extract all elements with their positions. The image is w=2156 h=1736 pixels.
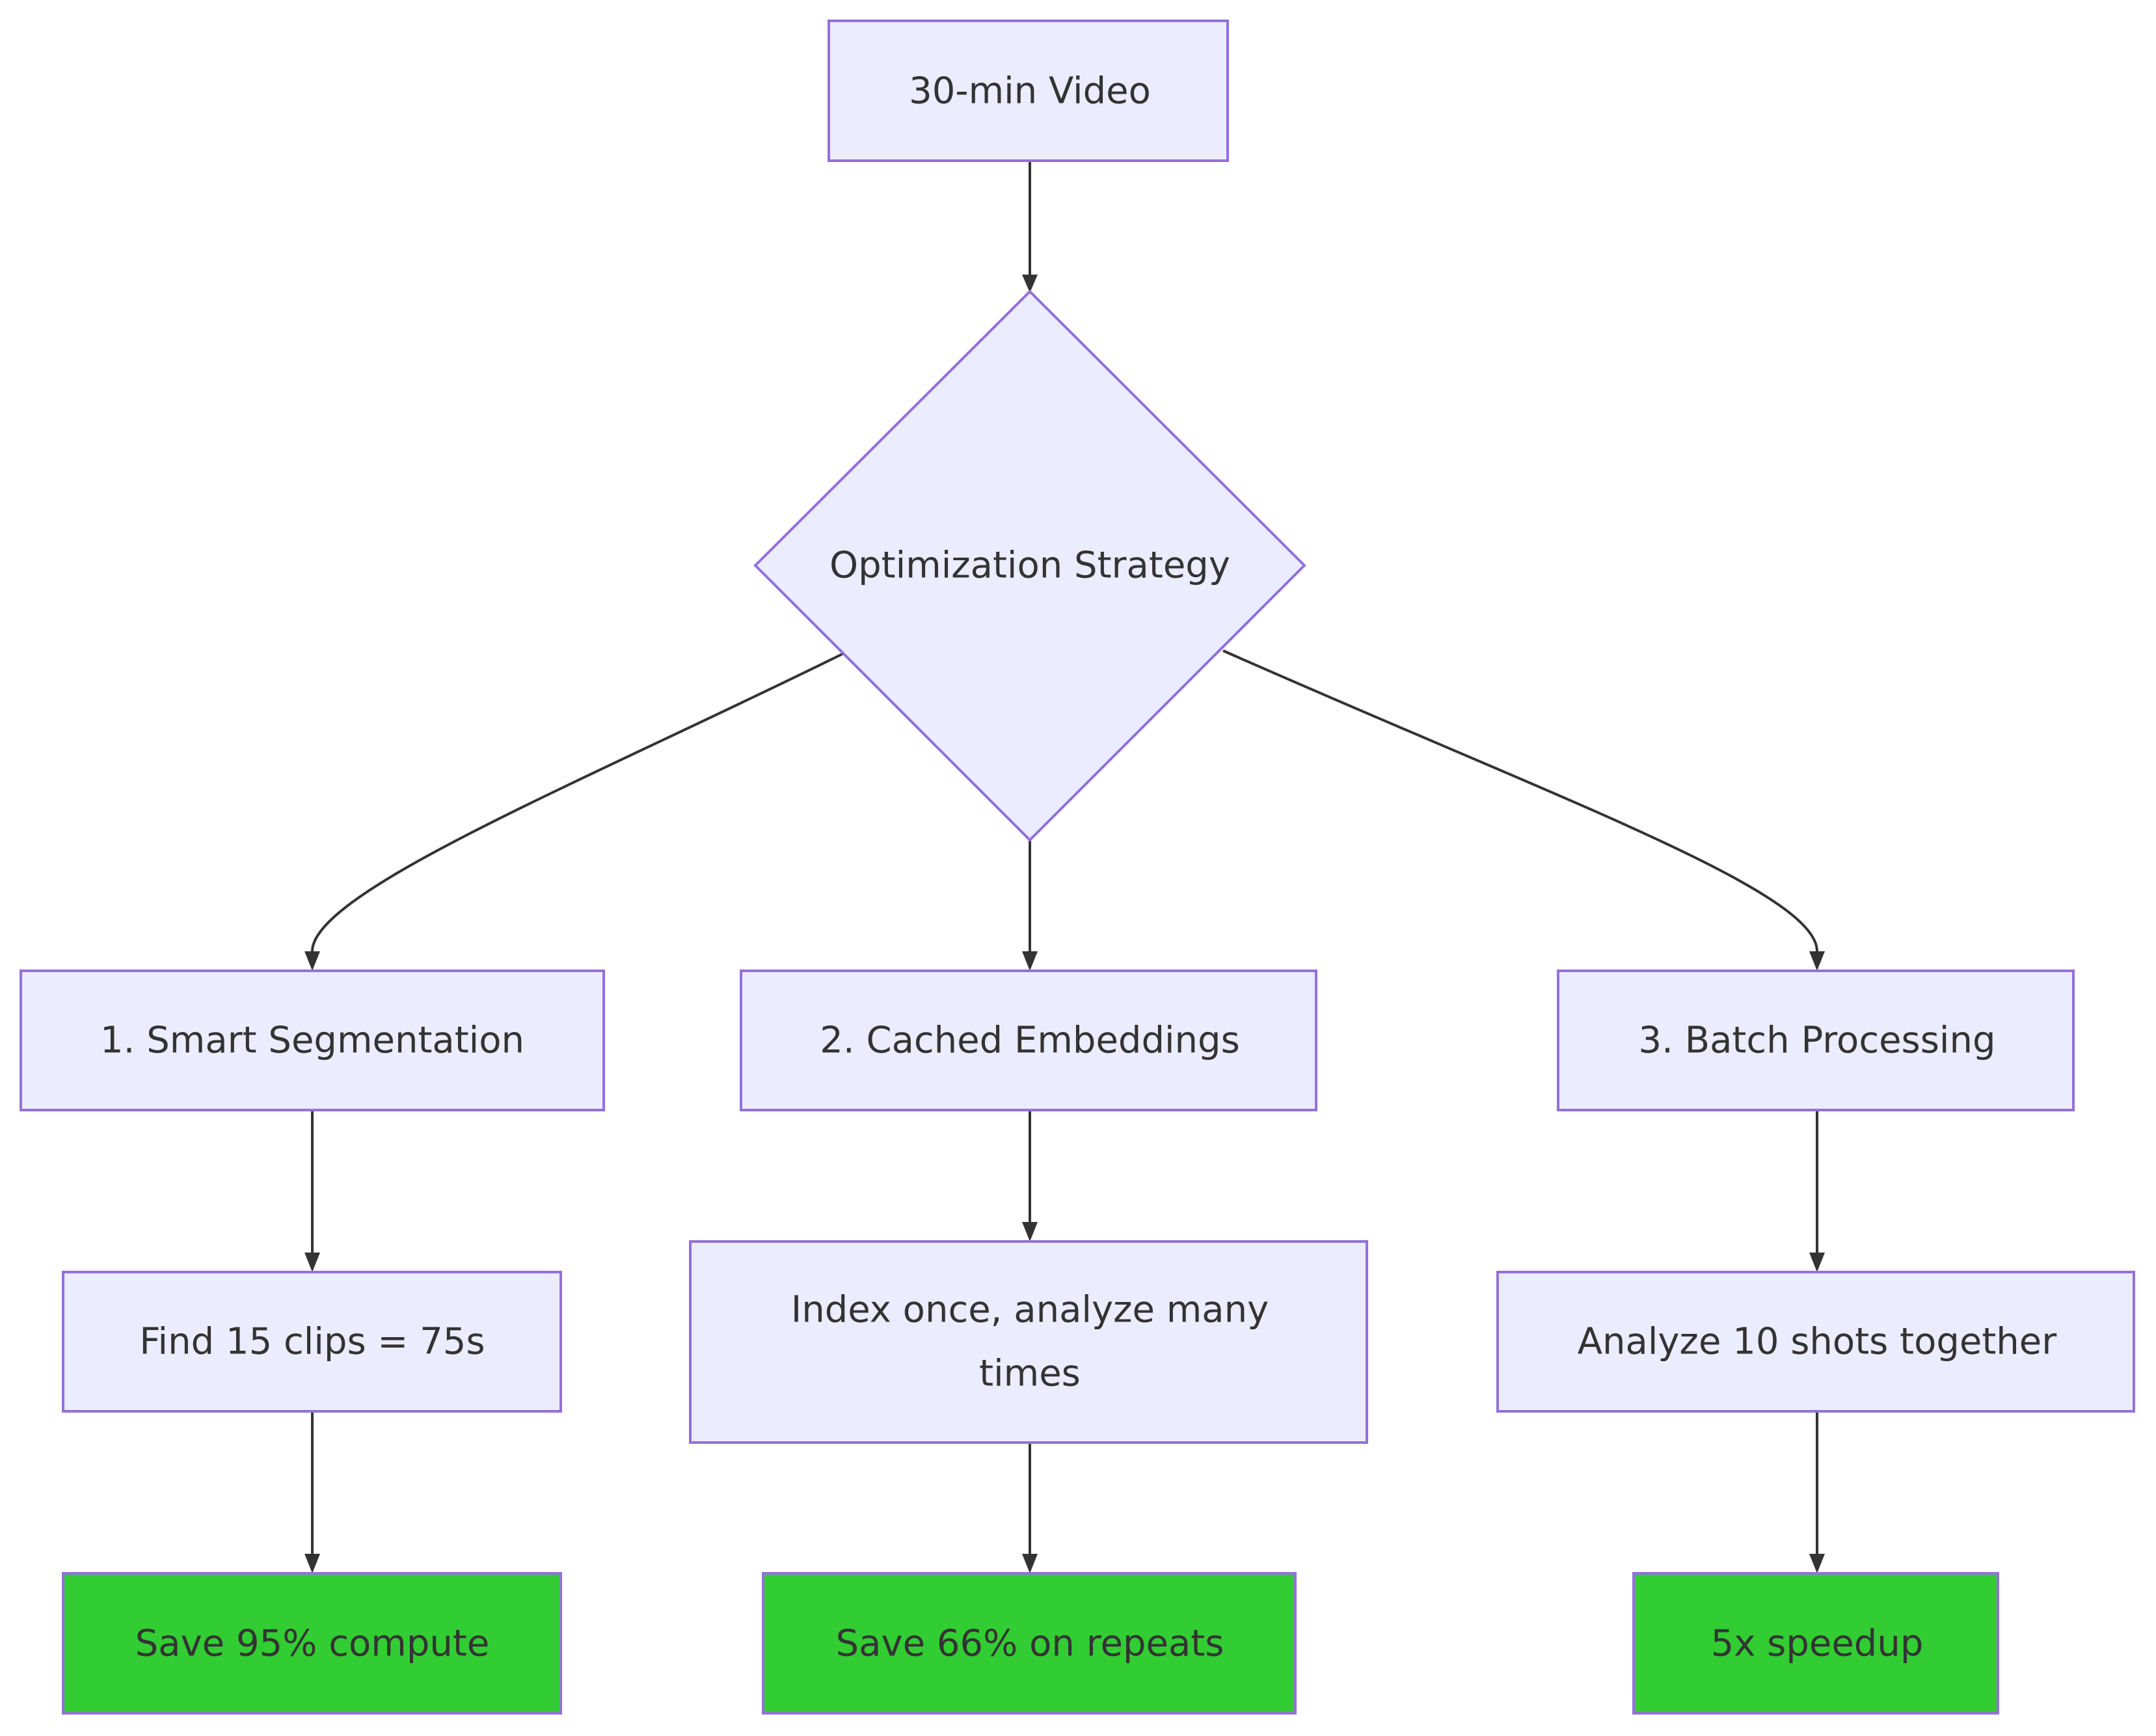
node-find-clips[interactable]: Find 15 clips = 75s bbox=[62, 1271, 562, 1413]
edge-strategy-to-batch bbox=[1222, 649, 1818, 952]
node-embeddings[interactable]: 2. Cached Embeddings bbox=[740, 970, 1317, 1111]
node-strategy-label: Optimization Strategy bbox=[829, 545, 1230, 587]
node-segmentation-label: 1. Smart Segmentation bbox=[100, 1020, 524, 1062]
node-save-compute[interactable]: Save 95% compute bbox=[62, 1572, 562, 1715]
arrowhead-segmentation bbox=[304, 951, 320, 971]
node-batch[interactable]: 3. Batch Processing bbox=[1557, 970, 2075, 1111]
node-strategy[interactable]: Optimization Strategy bbox=[753, 290, 1306, 842]
node-video[interactable]: 30-min Video bbox=[828, 20, 1229, 162]
node-analyze-shots[interactable]: Analyze 10 shots together bbox=[1496, 1271, 2135, 1413]
node-index-once-label-line2: times bbox=[979, 1353, 1081, 1395]
arrowhead-save-repeats bbox=[1022, 1554, 1038, 1573]
node-save-repeats[interactable]: Save 66% on repeats bbox=[762, 1572, 1297, 1715]
node-find-clips-label: Find 15 clips = 75s bbox=[139, 1321, 485, 1363]
edge-strategy-to-segmentation bbox=[311, 653, 843, 952]
node-video-label: 30-min Video bbox=[909, 70, 1151, 113]
node-analyze-shots-label: Analyze 10 shots together bbox=[1578, 1321, 2058, 1363]
node-save-compute-label: Save 95% compute bbox=[135, 1623, 490, 1665]
node-batch-label: 3. Batch Processing bbox=[1638, 1020, 1995, 1062]
arrowhead-save-compute bbox=[304, 1554, 320, 1573]
node-speedup[interactable]: 5x speedup bbox=[1632, 1572, 1999, 1715]
node-embeddings-label: 2. Cached Embeddings bbox=[820, 1020, 1240, 1062]
node-segmentation[interactable]: 1. Smart Segmentation bbox=[20, 970, 605, 1111]
arrowhead-strategy bbox=[1022, 275, 1038, 293]
arrowhead-index-once bbox=[1022, 1222, 1038, 1241]
node-save-repeats-label: Save 66% on repeats bbox=[836, 1623, 1224, 1665]
arrowhead-find-clips bbox=[304, 1253, 320, 1272]
arrowhead-batch bbox=[1809, 951, 1825, 971]
node-index-once-label-line1: Index once, analyze many bbox=[791, 1289, 1269, 1331]
arrowhead-embeddings bbox=[1022, 951, 1038, 971]
arrowhead-analyze-shots bbox=[1809, 1253, 1825, 1272]
node-index-once[interactable]: Index once, analyze many times bbox=[689, 1240, 1368, 1444]
node-speedup-label: 5x speedup bbox=[1711, 1623, 1924, 1665]
edges bbox=[304, 161, 1825, 1573]
arrowhead-speedup bbox=[1809, 1554, 1825, 1573]
